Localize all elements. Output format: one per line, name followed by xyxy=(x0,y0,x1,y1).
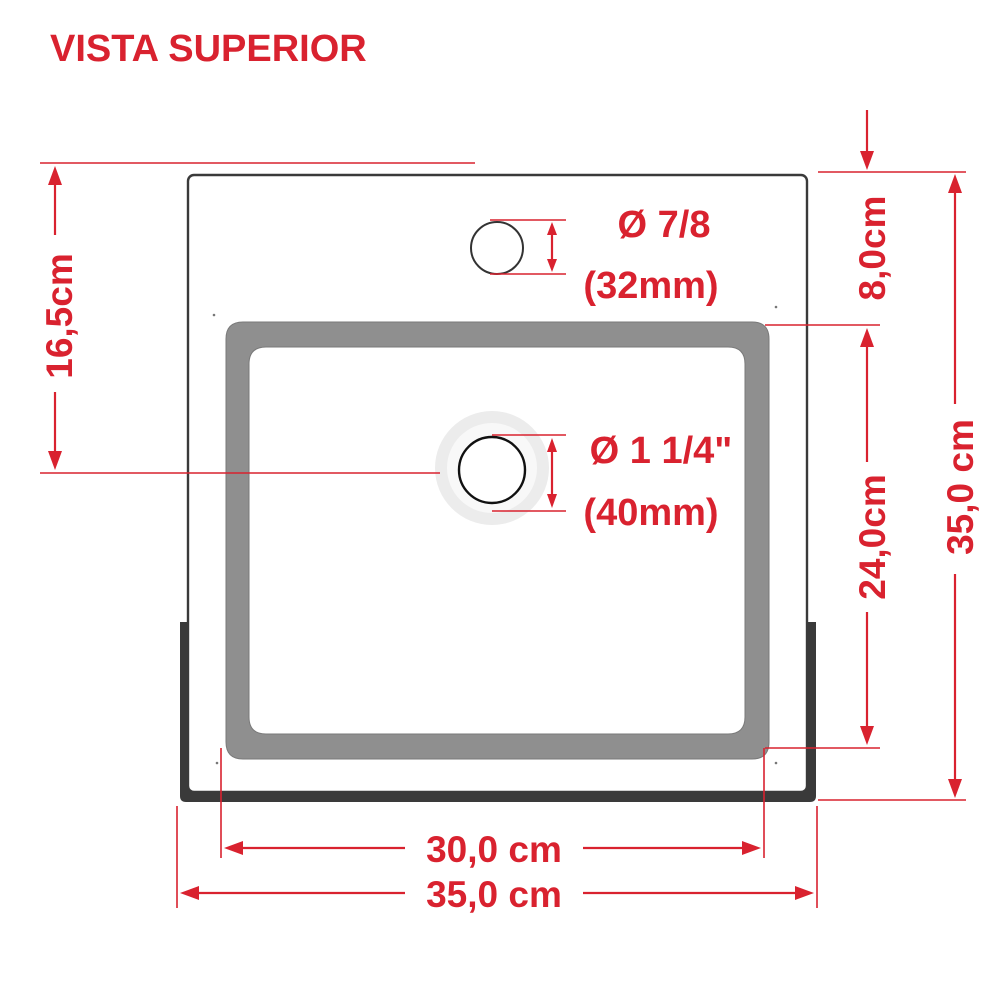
mark-dot xyxy=(215,761,219,765)
mark-dot xyxy=(774,305,778,309)
dimensions: 16,5cm 8,0cm 24,0cm 35,0 cm 30,0 cm xyxy=(39,110,981,915)
drain-mm: (40mm) xyxy=(583,492,718,534)
drain-hole xyxy=(457,435,527,505)
faucet-hole-diameter: Ø 7/8 xyxy=(618,204,711,246)
drain-diameter: Ø 1 1/4" xyxy=(590,430,733,472)
mark-dot xyxy=(774,761,778,765)
faucet-hole-mm: (32mm) xyxy=(583,265,718,307)
dim-basin-depth: 24,0cm xyxy=(852,474,893,600)
sink-body xyxy=(180,173,816,802)
mark-dot xyxy=(212,313,216,317)
dim-overall-width: 35,0 cm xyxy=(426,874,562,915)
dim-left-offset: 16,5cm xyxy=(39,253,80,379)
diagram-title: VISTA SUPERIOR xyxy=(50,28,367,70)
dim-overall-depth: 35,0 cm xyxy=(940,419,981,555)
dim-basin-width: 30,0 cm xyxy=(426,829,562,870)
faucet-hole xyxy=(470,221,524,275)
dim-top-offset: 8,0cm xyxy=(852,196,893,301)
basin-rim xyxy=(225,321,770,760)
